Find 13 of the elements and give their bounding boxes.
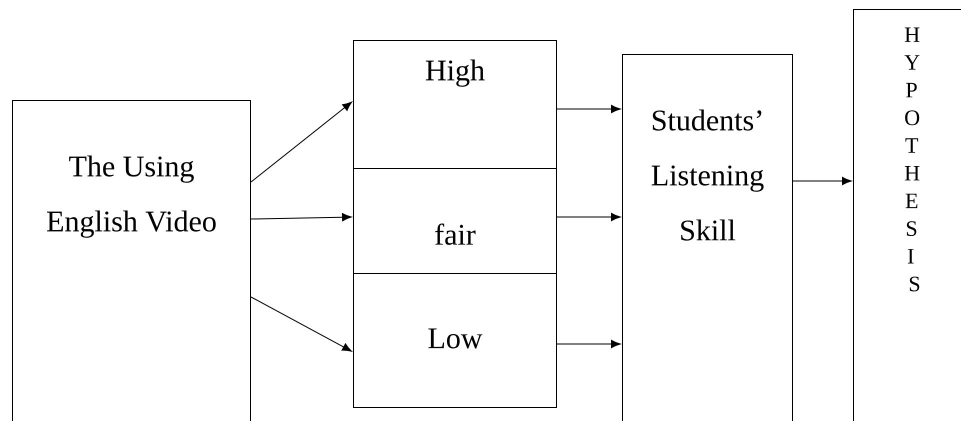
arrow xyxy=(556,340,621,348)
arrow xyxy=(250,213,352,222)
hypothesis-box: HYPOTHESIS xyxy=(853,9,961,421)
input-box: The Using English Video xyxy=(12,100,251,421)
level-box: fair xyxy=(353,168,557,274)
level-box: Low xyxy=(353,273,557,408)
arrow xyxy=(250,102,352,182)
arrow xyxy=(250,296,352,352)
arrow xyxy=(792,176,852,186)
level-box: High xyxy=(353,40,557,169)
process-box: Students’ Listening Skill xyxy=(622,54,793,421)
arrow xyxy=(556,104,621,114)
arrow xyxy=(556,212,621,222)
